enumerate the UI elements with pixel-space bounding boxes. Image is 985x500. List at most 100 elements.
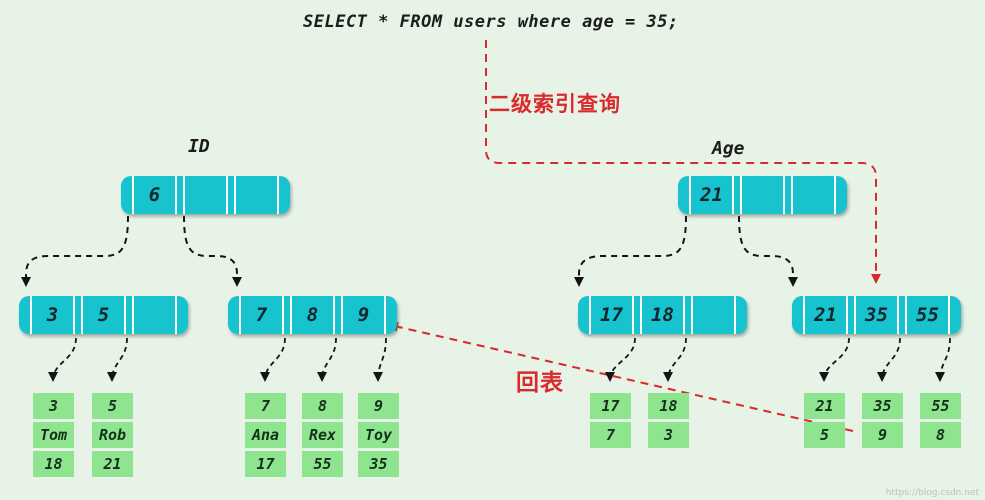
node-divider [277, 176, 279, 214]
btree-node-age-leaf1: 17 18 [578, 296, 747, 334]
node-divider [73, 296, 75, 334]
record-cell: 7 [245, 393, 286, 419]
node-divider [30, 296, 32, 334]
node-divider [897, 296, 899, 334]
node-divider [846, 296, 848, 334]
node-key-cell: 17 [600, 304, 623, 326]
node-pointer-cell [736, 296, 747, 334]
record-column: 55 8 [920, 393, 961, 448]
edge-leaf-record [663, 337, 687, 382]
record-cell: 3 [33, 393, 74, 419]
node-divider [905, 296, 907, 334]
node-key-cell: 18 [651, 304, 674, 326]
record-cell: 17 [245, 451, 286, 477]
node-divider [226, 176, 228, 214]
age-tree-title: Age [712, 138, 745, 159]
node-pointer-cell [19, 296, 30, 334]
node-pointer-cell [279, 176, 290, 214]
edge-leaf-record [373, 337, 387, 382]
node-key-cell: 3 [46, 304, 59, 326]
node-pointer-cell [578, 296, 589, 334]
edge-leaf-record [317, 337, 337, 382]
node-divider [683, 296, 685, 334]
record-column: 9 Toy 35 [358, 393, 399, 477]
node-divider [175, 176, 177, 214]
node-divider [803, 296, 805, 334]
node-divider [734, 296, 736, 334]
btree-node-age-leaf2: 21 35 55 [792, 296, 961, 334]
node-divider [81, 296, 83, 334]
node-key-cell: 7 [255, 304, 268, 326]
node-pointer-cell [121, 176, 132, 214]
node-key-cell [185, 176, 226, 214]
record-cell: 8 [920, 422, 961, 448]
node-divider [589, 296, 591, 334]
back-to-table-label: 回表 [516, 370, 564, 396]
record-cell: 17 [590, 393, 631, 419]
node-divider [234, 176, 236, 214]
node-divider [691, 296, 693, 334]
record-column: 8 Rex 55 [302, 393, 343, 477]
node-divider [132, 296, 134, 334]
record-column: 18 3 [648, 393, 689, 448]
record-cell: Toy [358, 422, 399, 448]
btree-node-id-leaf2: 7 8 9 [228, 296, 397, 334]
node-divider [333, 296, 335, 334]
secondary-index-query-label: 二级索引查询 [489, 92, 621, 116]
btree-node-id-root: 6 [121, 176, 290, 214]
record-cell: Rex [302, 422, 343, 448]
node-divider [834, 176, 836, 214]
edge-id-root-leaf2 [183, 215, 242, 287]
node-divider [689, 176, 691, 214]
record-cell: 18 [33, 451, 74, 477]
node-divider [854, 296, 856, 334]
sql-query-text: SELECT * FROM users where age = 35; [303, 12, 679, 32]
query-path-secondary-index [485, 40, 881, 284]
record-cell: 7 [590, 422, 631, 448]
edge-leaf-record [877, 337, 901, 382]
node-divider [132, 176, 134, 214]
edge-leaf-record [260, 337, 286, 382]
node-divider [175, 296, 177, 334]
node-key-cell: 5 [97, 304, 110, 326]
edge-leaf-record [935, 337, 951, 382]
record-cell: 18 [648, 393, 689, 419]
node-pointer-cell [950, 296, 961, 334]
node-divider [791, 176, 793, 214]
node-divider [239, 296, 241, 334]
node-key-cell: 21 [814, 304, 837, 326]
record-cell: 35 [358, 451, 399, 477]
record-cell: 5 [92, 393, 133, 419]
btree-node-age-root: 21 [678, 176, 847, 214]
record-cell: 9 [862, 422, 903, 448]
node-pointer-cell [792, 296, 803, 334]
record-column: 5 Rob 21 [92, 393, 133, 477]
record-cell: 8 [302, 393, 343, 419]
node-key-cell: 35 [865, 304, 888, 326]
node-key-cell [236, 176, 277, 214]
record-cell: Rob [92, 422, 133, 448]
record-column: 7 Ana 17 [245, 393, 286, 477]
record-cell: 9 [358, 393, 399, 419]
node-divider [740, 176, 742, 214]
edge-leaf-record [107, 337, 128, 382]
node-key-cell: 55 [916, 304, 939, 326]
record-cell: 55 [920, 393, 961, 419]
record-cell: Tom [33, 422, 74, 448]
id-tree-title: ID [188, 136, 210, 157]
node-divider [384, 296, 386, 334]
record-column: 35 9 [862, 393, 903, 448]
node-key-cell: 6 [148, 184, 161, 206]
edge-leaf-record [48, 337, 77, 382]
record-column: 3 Tom 18 [33, 393, 74, 477]
record-cell: Ana [245, 422, 286, 448]
node-pointer-cell [678, 176, 689, 214]
record-cell: 21 [92, 451, 133, 477]
node-key-cell [693, 296, 734, 334]
node-key-cell: 21 [700, 184, 723, 206]
node-divider [640, 296, 642, 334]
node-key-cell [134, 296, 175, 334]
node-pointer-cell [386, 296, 397, 334]
watermark-text: https://blog.csdn.net [885, 488, 979, 498]
